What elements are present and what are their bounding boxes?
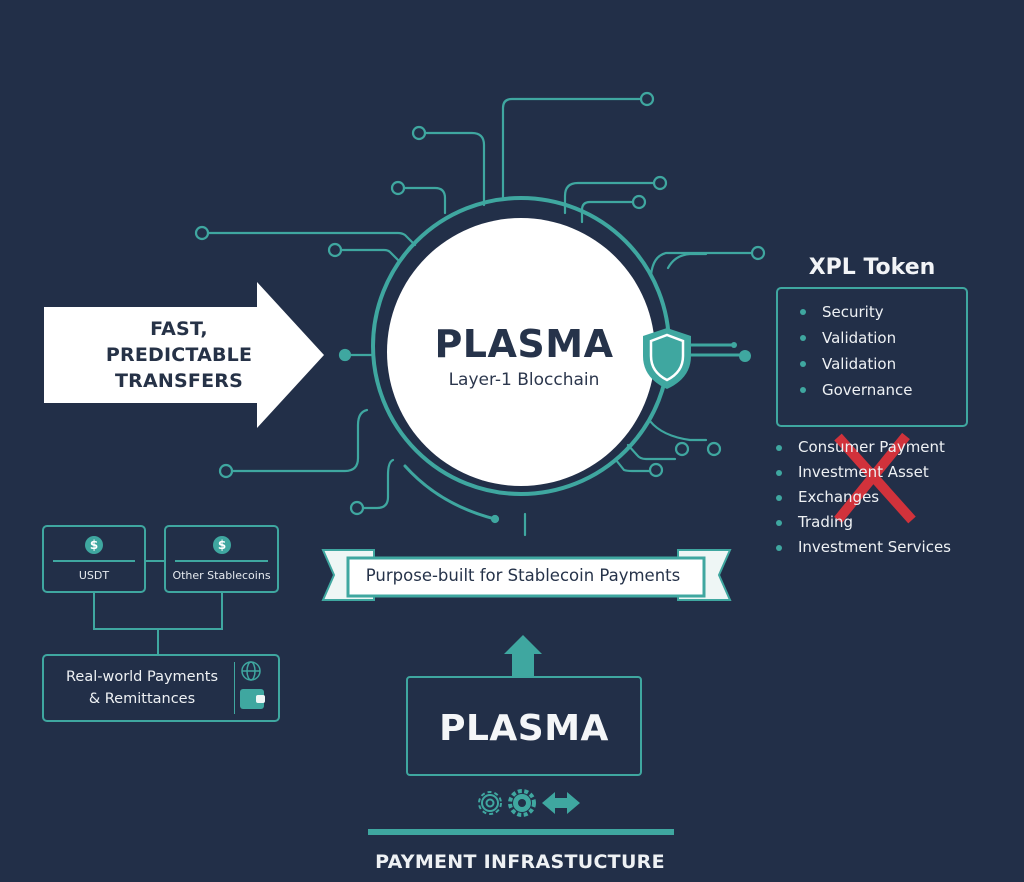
shield-icon	[643, 328, 751, 389]
list-item: Consumer Payment	[776, 435, 951, 460]
circuit-node	[390, 180, 406, 196]
bullet-icon	[800, 335, 806, 341]
bullet-icon	[776, 470, 782, 476]
list-item-label: Governance	[822, 381, 913, 399]
circuit-node	[194, 225, 210, 241]
circuit-trace	[666, 252, 708, 270]
list-item-label: Investment Services	[798, 538, 951, 556]
xpl-token-list: Security Validation Validation Governanc…	[800, 299, 913, 403]
list-item: Trading	[776, 510, 951, 535]
circuit-node	[327, 242, 343, 258]
circuit-trace	[403, 464, 497, 521]
bullet-icon	[776, 495, 782, 501]
circuit-trace	[501, 97, 643, 202]
dollar-coin-icon: $	[85, 536, 103, 554]
list-item-label: Investment Asset	[798, 463, 929, 481]
circuit-trace	[362, 458, 395, 510]
circuit-trace	[424, 131, 486, 207]
list-item-label: Security	[822, 303, 884, 321]
infrastructure-label: PAYMENT INFRASTUCTURE	[375, 851, 665, 873]
infrastructure-box: PLASMA	[406, 676, 642, 776]
list-item-label: Trading	[798, 513, 854, 531]
stablecoin-card-other: $ Other Stablecoins	[164, 525, 279, 593]
banner-label: Purpose-built for Stablecoin Payments	[365, 566, 681, 585]
list-item: Security	[800, 299, 913, 325]
circuit-trace	[626, 443, 677, 461]
infrastructure-title: PLASMA	[439, 708, 609, 749]
circuit-trace	[206, 231, 417, 247]
list-item-label: Validation	[822, 329, 897, 347]
circuit-trace	[339, 248, 402, 264]
list-item-label: Consumer Payment	[798, 438, 945, 456]
up-arrow-icon	[504, 635, 542, 676]
list-item: Validation	[800, 325, 913, 351]
xpl-token-title: XPL Token	[808, 255, 936, 280]
core-title: PLASMA	[434, 322, 614, 366]
circuit-trace	[402, 186, 447, 215]
divider	[53, 560, 135, 562]
transfer-arrow	[44, 282, 324, 428]
bullet-icon	[800, 387, 806, 393]
globe-icon	[241, 661, 261, 681]
circuit-node	[490, 514, 500, 524]
circuit-node	[652, 175, 668, 191]
core-subtitle: Layer-1 Blocchain	[448, 370, 600, 390]
bullet-icon	[800, 309, 806, 315]
label-line: & Remittances	[88, 691, 196, 707]
circuit-trace	[614, 458, 651, 473]
gear-outline-icon	[478, 791, 502, 815]
bullet-icon	[776, 445, 782, 451]
list-item: Investment Services	[776, 535, 951, 560]
divider	[234, 662, 235, 714]
real-world-payments-box: Real-world Payments & Remittances	[42, 654, 280, 722]
circuit-node	[639, 91, 655, 107]
circuit-node	[411, 125, 427, 141]
stablecoin-label: USDT	[78, 569, 110, 582]
connector-line	[93, 591, 223, 630]
red-x-icon	[834, 432, 916, 524]
circuit-trace	[563, 181, 656, 215]
circuit-node	[349, 500, 365, 516]
arrow-line: TRANSFERS	[115, 370, 243, 392]
label-line: Real-world Payments	[65, 669, 219, 685]
use-case-list: Consumer Payment Investment Asset Exchan…	[776, 435, 951, 560]
bullet-icon	[800, 361, 806, 367]
double-arrow-icon	[542, 792, 580, 814]
arrow-line: PREDICTABLE	[105, 344, 253, 366]
infrastructure-rule	[368, 829, 674, 835]
gear-filled-icon	[508, 789, 536, 817]
circuit-node	[631, 194, 647, 210]
bullet-icon	[776, 520, 782, 526]
circuit-node	[706, 441, 722, 457]
list-item-label: Validation	[822, 355, 897, 373]
stablecoin-label: Other Stablecoins	[172, 569, 271, 582]
circuit-node	[338, 348, 352, 362]
real-world-payments-label: Real-world Payments & Remittances	[52, 666, 232, 710]
circuit-node	[648, 462, 664, 478]
circuit-trace	[230, 408, 369, 473]
xpl-token-box	[776, 287, 968, 427]
transfer-arrow-label: FAST, PREDICTABLE TRANSFERS	[44, 316, 314, 394]
arrow-line: FAST,	[150, 318, 208, 340]
circuit-node	[674, 441, 690, 457]
dollar-coin-icon: $	[213, 536, 231, 554]
circuit-node	[750, 245, 766, 261]
circuit-trace	[649, 251, 754, 277]
circuit-node	[218, 463, 234, 479]
stablecoin-card-usdt: $ USDT	[42, 525, 146, 593]
list-item-label: Exchanges	[798, 488, 880, 506]
list-item: Validation	[800, 351, 913, 377]
bullet-icon	[776, 545, 782, 551]
stablecoin-banner	[321, 549, 732, 601]
circuit-trace	[580, 200, 635, 224]
circuit-trace	[648, 419, 708, 442]
list-item: Investment Asset	[776, 460, 951, 485]
wallet-icon	[240, 689, 265, 709]
list-item: Governance	[800, 377, 913, 403]
list-item: Exchanges	[776, 485, 951, 510]
divider	[175, 560, 268, 562]
core-disc	[387, 218, 655, 486]
